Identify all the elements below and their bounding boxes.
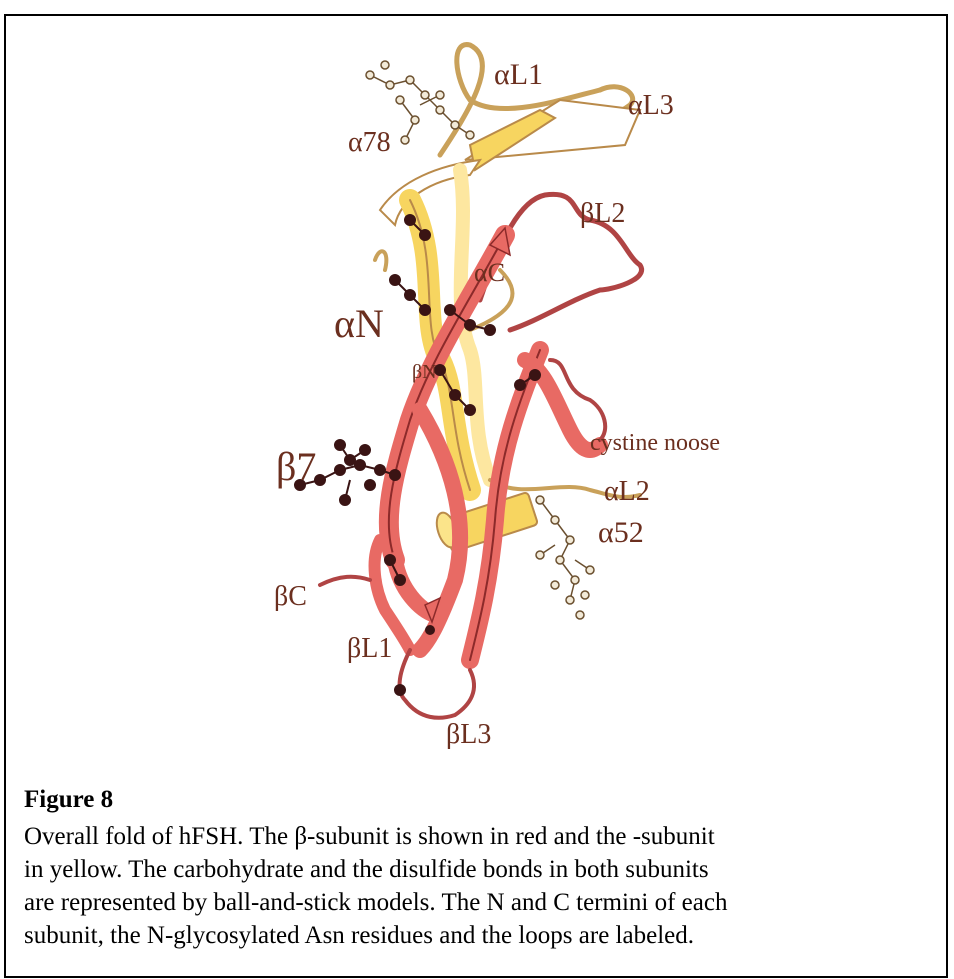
- figure-caption-body: Overall fold of hFSH. The β-subunit is s…: [24, 820, 937, 952]
- structure-labels: αL1 αL3 α78 βL2 αC αN βN cystine noose β…: [274, 58, 720, 750]
- label-alpha-n: αN: [334, 301, 384, 346]
- caption-line: are represented by ball-and-stick models…: [24, 886, 937, 919]
- label-beta-n: βN: [412, 361, 437, 383]
- figure-caption-title: Figure 8: [24, 786, 113, 814]
- label-beta-l2: βL2: [580, 198, 625, 229]
- label-beta-c: βC: [274, 581, 307, 612]
- label-beta-l1: βL1: [347, 633, 392, 664]
- caption-line: in yellow. The carbohydrate and the disu…: [24, 853, 937, 886]
- label-cystine-noose: cystine noose: [590, 430, 720, 456]
- label-alpha-l1: αL1: [494, 58, 543, 91]
- label-alpha-78: α78: [348, 127, 391, 158]
- label-beta-7: β7: [276, 444, 316, 489]
- label-beta-l3: βL3: [446, 719, 491, 750]
- protein-fold-illustration: αL1 αL3 α78 βL2 αC αN βN cystine noose β…: [0, 0, 954, 780]
- label-alpha-c: αC: [474, 258, 505, 287]
- label-alpha-l2: αL2: [604, 476, 650, 507]
- label-alpha-52: α52: [598, 516, 644, 549]
- label-alpha-l3: αL3: [628, 90, 674, 121]
- carbohydrate-a52: [536, 496, 594, 619]
- caption-line: subunit, the N-glycosylated Asn residues…: [24, 919, 937, 952]
- caption-line: Overall fold of hFSH. The β-subunit is s…: [24, 820, 937, 853]
